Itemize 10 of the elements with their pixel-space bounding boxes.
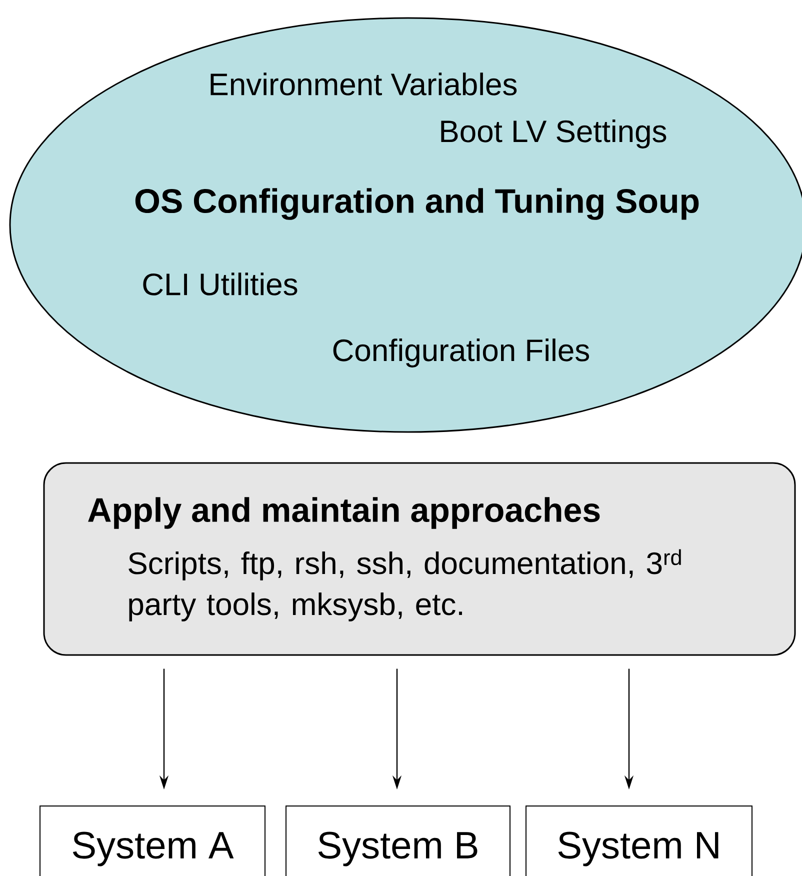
box-text: Scripts, ftp, rsh, ssh, documentation, 3$^{rd}$ party tools, mksysb, etc. <box>128 549 681 622</box>
ellipse-heading: OS Configuration and Tuning Soup <box>135 188 699 220</box>
ellipse-label: Environment Variables <box>210 72 517 96</box>
system-box: System B <box>286 806 510 876</box>
ellipse-label: Boot LV Settings <box>441 120 666 148</box>
system-box: System N <box>526 806 752 876</box>
system-box: System A <box>40 806 266 876</box>
box-heading: Apply and maintain approaches <box>88 497 600 529</box>
ellipse-label: CLI Utilities <box>143 272 298 296</box>
ellipse-label: Configuration Files <box>333 338 590 368</box>
